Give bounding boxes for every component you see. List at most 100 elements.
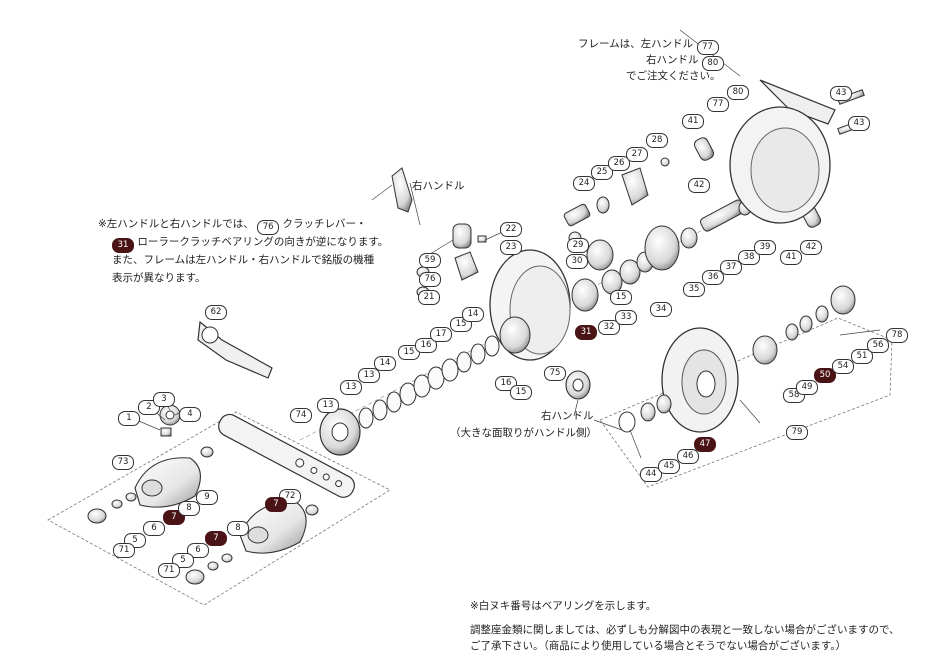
part-ref-77: 77 — [696, 40, 719, 55]
part-number-17: 17 — [430, 327, 452, 342]
lr-note-3: また、フレームは左ハンドル・右ハンドルで銘版の機種 — [112, 254, 375, 266]
part-number-59: 59 — [419, 253, 441, 268]
part-number-6: 6 — [187, 543, 209, 558]
part-number-23: 23 — [500, 240, 522, 255]
part-number-51: 51 — [851, 349, 873, 364]
side-plate — [489, 249, 571, 361]
lr-note-2: 31 ローラークラッチベアリングの向きが逆になります。 — [112, 234, 388, 253]
lr-note-1: ※左ハンドルと右ハンドルでは、 76 クラッチレバー・ — [98, 216, 367, 235]
right-handle-label-top: 右ハンドル — [412, 180, 465, 192]
part-number-25: 25 — [591, 165, 613, 180]
part-number-43: 43 — [848, 116, 870, 131]
part-number-47: 47 — [694, 437, 716, 452]
part-number-35: 35 — [683, 282, 705, 297]
part-number-43: 43 — [830, 86, 852, 101]
part-number-36: 36 — [702, 270, 724, 285]
shim-note-2: ご了承下さい。（商品により使用している場合とそうでない場合がございます。） — [470, 640, 847, 652]
roller-clutch-bearing — [565, 370, 591, 400]
part-number-13: 13 — [358, 368, 380, 383]
part-number-33: 33 — [615, 310, 637, 325]
part-number-27: 27 — [626, 147, 648, 162]
part-number-42: 42 — [688, 178, 710, 193]
part-number-15: 15 — [510, 385, 532, 400]
part-number-4: 4 — [179, 407, 201, 422]
part-number-78: 78 — [886, 328, 908, 343]
part-number-38: 38 — [738, 250, 760, 265]
right-handle-label: 右ハンドル — [541, 410, 594, 422]
handle-arm — [218, 413, 355, 498]
part-number-45: 45 — [658, 459, 680, 474]
part-number-73: 73 — [112, 455, 134, 470]
part-number-37: 37 — [720, 260, 742, 275]
part-number-50: 50 — [814, 368, 836, 383]
part-number-13: 13 — [317, 398, 339, 413]
handle-knob-lower — [239, 501, 307, 554]
part-number-13: 13 — [340, 380, 362, 395]
part-number-29: 29 — [567, 238, 589, 253]
lr-note-4: 表示が異なります。 — [112, 272, 206, 284]
part-number-79: 79 — [786, 425, 808, 440]
shim-note-1: 調整座金類に関しましては、必ずしも分解図中の表現と一致しない場合がございますので… — [470, 624, 900, 636]
part-number-21: 21 — [418, 290, 440, 305]
part-ref-80: 80 — [701, 56, 724, 71]
spool-assembly-boundary — [599, 317, 893, 488]
part-number-14: 14 — [462, 307, 484, 322]
part-number-54: 54 — [832, 359, 854, 374]
frame-note-line1: フレームは、左ハンドル — [578, 38, 694, 50]
part-number-74: 74 — [290, 408, 312, 423]
part-number-42: 42 — [800, 240, 822, 255]
part-number-32: 32 — [598, 320, 620, 335]
bearing-ref-31: 31 — [112, 238, 134, 253]
part-number-7: 7 — [205, 531, 227, 546]
part-number-76: 76 — [419, 272, 441, 287]
part-number-41: 41 — [780, 250, 802, 265]
lr-note-2-text: ローラークラッチベアリングの向きが逆になります。 — [137, 236, 389, 248]
part-number-71: 71 — [113, 543, 135, 558]
part-number-28: 28 — [646, 133, 668, 148]
part-number-7: 7 — [265, 497, 287, 512]
part-number-26: 26 — [608, 156, 630, 171]
part-number-30: 30 — [566, 254, 588, 269]
part-number-49: 49 — [796, 380, 818, 395]
spool-bearings-washers — [618, 285, 856, 433]
part-ref-76: 76 — [257, 220, 280, 235]
part-number-46: 46 — [677, 449, 699, 464]
part-number-71: 71 — [158, 563, 180, 578]
part-number-6: 6 — [143, 521, 165, 536]
lr-note-1b: クラッチレバー・ — [282, 218, 367, 230]
part-number-31: 31 — [575, 325, 597, 340]
part-number-3: 3 — [153, 392, 175, 407]
frame-note-line2: 右ハンドル — [646, 54, 699, 66]
part-number-16: 16 — [415, 338, 437, 353]
part-number-80: 80 — [727, 85, 749, 100]
part-number-44: 44 — [640, 467, 662, 482]
right-handle-chamfer-note: （大きな面取りがハンドル側） — [450, 427, 597, 439]
handle-caps — [87, 446, 319, 585]
part-number-62: 62 — [205, 305, 227, 320]
part-number-34: 34 — [650, 302, 672, 317]
handle-knob-upper — [134, 457, 201, 508]
part-number-75: 75 — [544, 366, 566, 381]
part-number-41: 41 — [682, 114, 704, 129]
handle-assembly-boundary — [47, 411, 391, 606]
part-number-22: 22 — [500, 222, 522, 237]
frame-note-line3: でご注文ください。 — [626, 70, 721, 82]
bearing-note: ※白ヌキ番号はベアリングを示します。 — [470, 600, 657, 612]
part-number-15: 15 — [610, 290, 632, 305]
part-number-8: 8 — [178, 501, 200, 516]
part-number-1: 1 — [118, 411, 140, 426]
part-number-8: 8 — [227, 521, 249, 536]
part-number-14: 14 — [374, 356, 396, 371]
frame-order-note: フレームは、左ハンドル 77 — [578, 36, 719, 55]
frame-order-note-2: 右ハンドル 80 — [646, 52, 724, 71]
washer-stack — [358, 335, 500, 429]
lr-note-1a: ※左ハンドルと右ハンドルでは、 — [98, 218, 254, 230]
reel-frame — [729, 79, 836, 224]
drag-star — [319, 408, 361, 456]
part-number-77: 77 — [707, 97, 729, 112]
part-number-9: 9 — [196, 490, 218, 505]
part-number-56: 56 — [867, 338, 889, 353]
spool — [661, 327, 739, 433]
